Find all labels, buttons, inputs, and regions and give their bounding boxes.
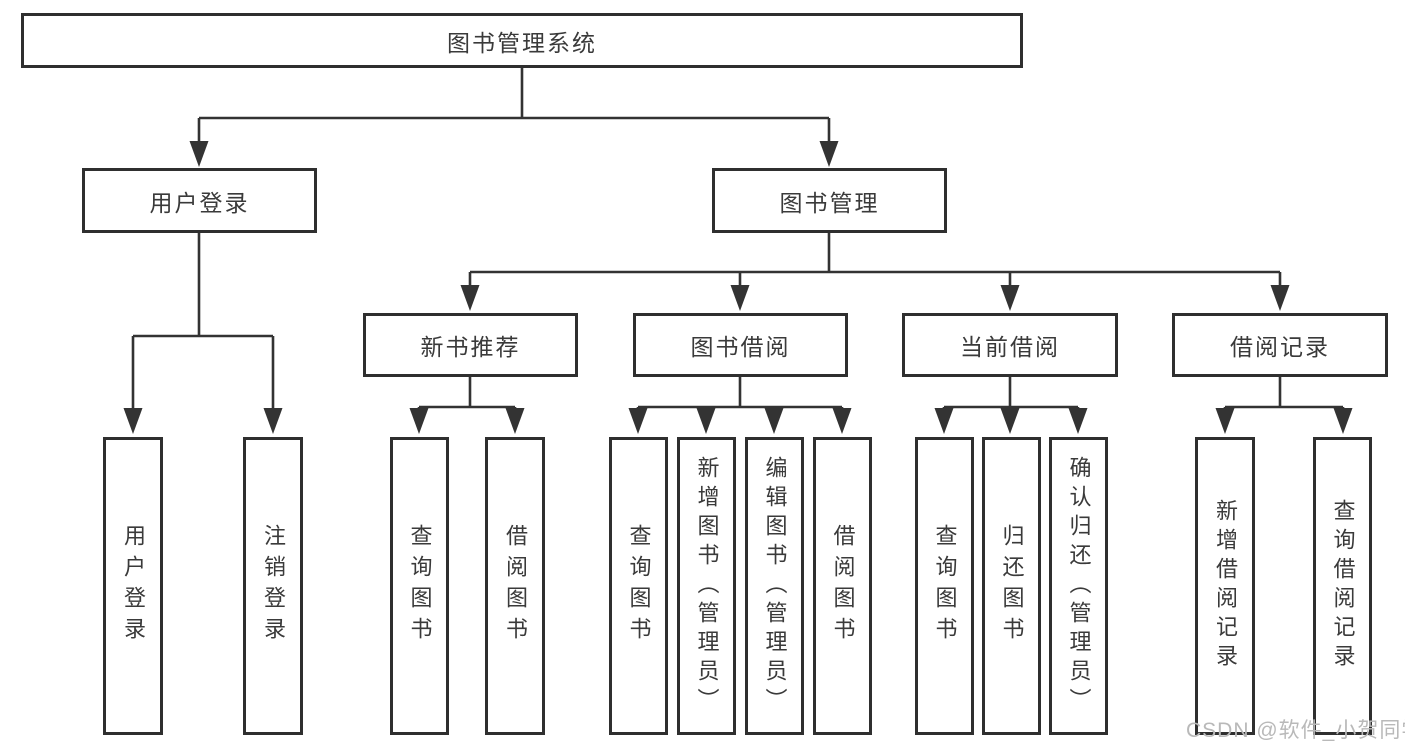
leaf-current-confirm-return-admin: 确认归还（管理员） xyxy=(1049,437,1108,735)
leaf-label: 确认归还（管理员） xyxy=(1066,455,1092,717)
leaf-label: 查询借阅记录 xyxy=(1330,499,1356,673)
leaf-recommend-borrow-books: 借阅图书 xyxy=(485,437,545,735)
node-new-book-recommend: 新书推荐 xyxy=(363,313,578,377)
leaf-logout-login: 注销登录 xyxy=(243,437,303,735)
leaf-label: 新增图书（管理员） xyxy=(694,455,720,717)
leaf-label: 借阅图书 xyxy=(830,524,856,648)
leaf-user-login: 用户登录 xyxy=(103,437,163,735)
node-current-borrowing: 当前借阅 xyxy=(902,313,1118,377)
node-label: 图书借阅 xyxy=(690,334,791,360)
leaf-current-return-books: 归还图书 xyxy=(982,437,1041,735)
node-label: 图书管理 xyxy=(779,189,880,216)
leaf-label: 新增借阅记录 xyxy=(1213,499,1238,673)
leaf-label: 用户登录 xyxy=(121,524,146,648)
leaf-records-add-borrow-record: 新增借阅记录 xyxy=(1195,437,1255,735)
node-label: 当前借阅 xyxy=(960,334,1060,360)
leaf-label: 查询图书 xyxy=(626,524,652,648)
connector-records-to-leaves xyxy=(1223,377,1345,412)
csdn-watermark: CSDN @软件_小贺同学 xyxy=(1186,719,1405,742)
node-label: 借阅记录 xyxy=(1230,334,1330,360)
connector-current-to-leaves xyxy=(942,377,1080,412)
node-borrowing-records: 借阅记录 xyxy=(1172,313,1388,377)
leaf-borrowing-add-books-admin: 新增图书（管理员） xyxy=(677,437,736,735)
leaf-current-query-books: 查询图书 xyxy=(915,437,974,735)
node-book-borrowing: 图书借阅 xyxy=(633,313,848,377)
node-label: 用户登录 xyxy=(149,189,250,216)
connector-userlogin-to-leaves xyxy=(131,233,275,412)
leaf-label: 查询图书 xyxy=(407,524,433,648)
leaf-recommend-query-books: 查询图书 xyxy=(390,437,449,735)
leaf-label: 编辑图书（管理员） xyxy=(762,455,788,717)
connector-newrec-to-leaves xyxy=(417,377,517,412)
leaf-borrowing-borrow-books: 借阅图书 xyxy=(813,437,872,735)
leaf-label: 查询图书 xyxy=(932,524,958,648)
leaf-records-query-borrow-record: 查询借阅记录 xyxy=(1313,437,1372,735)
node-label: 新书推荐 xyxy=(420,334,521,360)
connector-borrowing-to-leaves xyxy=(636,377,844,412)
connector-bookmgmt-to-level3 xyxy=(468,233,1282,288)
leaf-borrowing-query-books: 查询图书 xyxy=(609,437,668,735)
leaf-borrowing-edit-books-admin: 编辑图书（管理员） xyxy=(745,437,804,735)
arrowheads xyxy=(123,141,1353,434)
leaf-label: 归还图书 xyxy=(999,524,1025,648)
leaf-label: 注销登录 xyxy=(261,524,286,648)
leaf-label: 借阅图书 xyxy=(503,524,528,648)
node-root-library-system: 图书管理系统 xyxy=(21,13,1023,68)
node-user-login: 用户登录 xyxy=(82,168,317,233)
node-book-management: 图书管理 xyxy=(712,168,947,233)
node-label: 图书管理系统 xyxy=(447,29,597,56)
connector-root-to-level2 xyxy=(197,68,831,144)
